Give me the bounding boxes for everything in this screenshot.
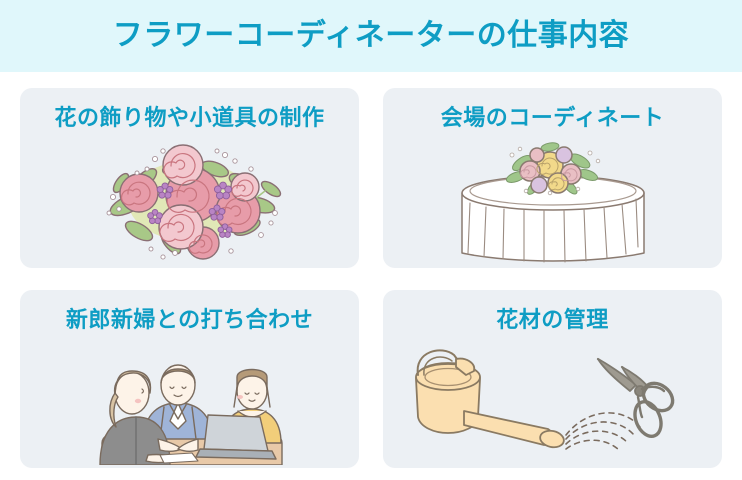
card-flower-decorations: 花の飾り物や小道具の制作 [20,88,359,268]
meeting-people-icon [99,364,283,465]
card-title: 花の飾り物や小道具の制作 [54,105,325,130]
card-illustration [20,340,359,468]
card-title: 花材の管理 [496,307,609,332]
job-duty-card-grid: 花の飾り物や小道具の制作 [20,88,722,468]
card-couple-meeting: 新郎新婦との打ち合わせ [20,290,359,468]
flower-bouquet-icon [106,144,281,260]
card-title: 会場のコーディネート [440,105,665,130]
card-material-management: 花材の管理 [383,290,722,468]
header-banner: フラワーコーディネーターの仕事内容 [0,0,742,72]
card-title: 新郎新婦との打ち合わせ [65,307,314,332]
card-illustration [383,340,722,468]
round-table-centerpiece-icon [460,141,645,263]
watering-can-and-scissors-icon [414,349,674,452]
card-illustration [20,138,359,268]
page-title: フラワーコーディネーターの仕事内容 [112,19,630,52]
card-illustration [383,138,722,268]
card-venue-coordination: 会場のコーディネート [383,88,722,268]
